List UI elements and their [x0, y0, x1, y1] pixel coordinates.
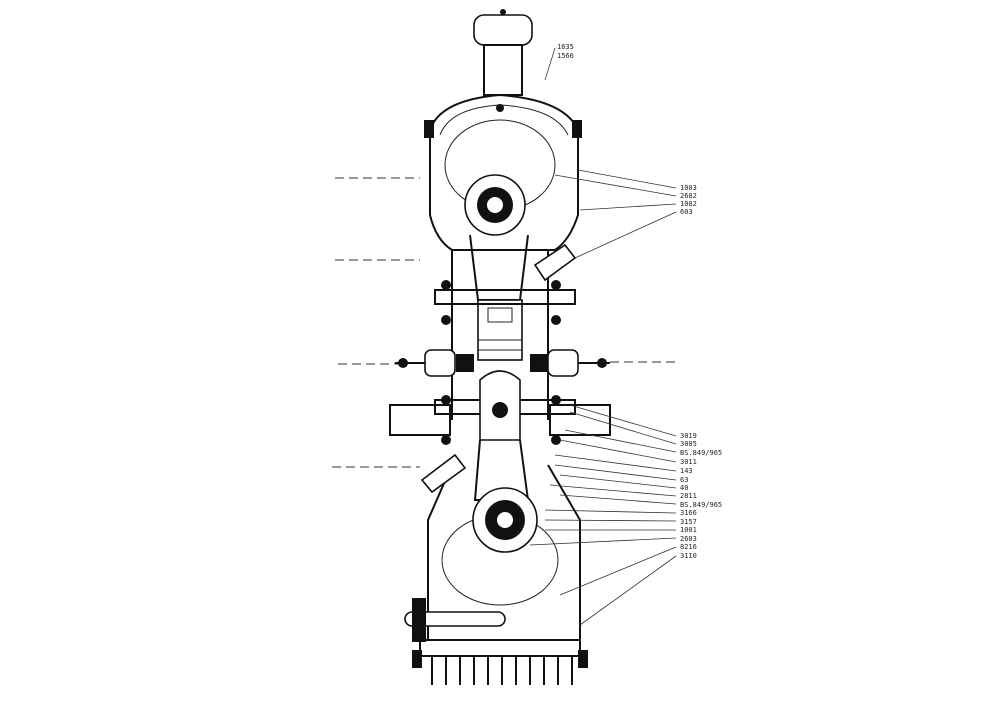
label-lower-12: 2603 [680, 535, 697, 543]
label-lower-11: 1001 [680, 526, 697, 534]
top-breather-cap [473, 9, 533, 96]
label-lower-4: 143 [680, 467, 693, 475]
label-upper-1: 2602 [680, 192, 697, 200]
part-number-labels: 1635 1566 1003 2602 1002 603 3019 3005 B… [557, 43, 722, 560]
label-top-0: 1635 [557, 43, 574, 51]
lower-crankcase [412, 464, 588, 668]
label-upper-2: 1002 [680, 200, 697, 208]
label-upper-3: 603 [680, 208, 693, 216]
label-upper-0: 1003 [680, 184, 697, 192]
label-lower-14: 3110 [680, 552, 697, 560]
centre-lines [332, 177, 680, 468]
label-lower-3: 3011 [680, 458, 697, 466]
leader-lines [529, 47, 677, 626]
label-lower-6: 40 [680, 484, 688, 492]
upper-crankcase [424, 93, 582, 251]
label-lower-13: 8216 [680, 543, 697, 551]
sump-fins [419, 639, 581, 685]
label-lower-10: 3157 [680, 518, 697, 526]
label-lower-0: 3019 [680, 432, 697, 440]
label-lower-1: 3005 [680, 440, 697, 448]
label-lower-9: 3166 [680, 509, 697, 517]
label-lower-2: BS.849/965 [680, 449, 722, 457]
upper-connecting-rod [451, 234, 549, 420]
label-top-1: 1566 [557, 52, 574, 60]
label-lower-8: BS.849/965 [680, 501, 722, 509]
label-lower-5: 63 [680, 476, 688, 484]
injectors [395, 349, 610, 377]
oil-pipes [404, 243, 577, 642]
lower-connecting-rod [473, 370, 530, 501]
label-lower-7: 2811 [680, 492, 697, 500]
